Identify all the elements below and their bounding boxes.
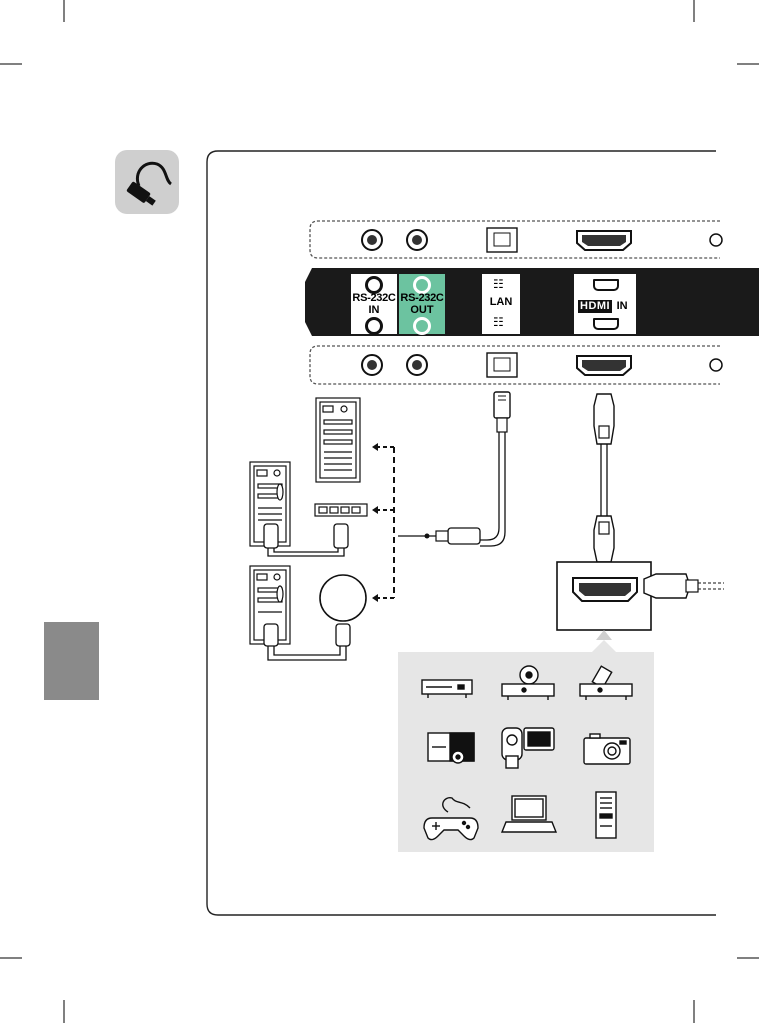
- camera-icon: [584, 734, 630, 764]
- dvd-player-icon: [422, 680, 472, 698]
- pc-tower-icon: [596, 792, 616, 838]
- laptop-icon: [502, 796, 556, 832]
- game-controller-icon: [424, 798, 478, 840]
- camcorder-icon: [502, 728, 554, 768]
- bluray-player-icon: [502, 666, 554, 700]
- home-theater-icon: [428, 733, 474, 763]
- set-top-box-icon: [580, 666, 632, 700]
